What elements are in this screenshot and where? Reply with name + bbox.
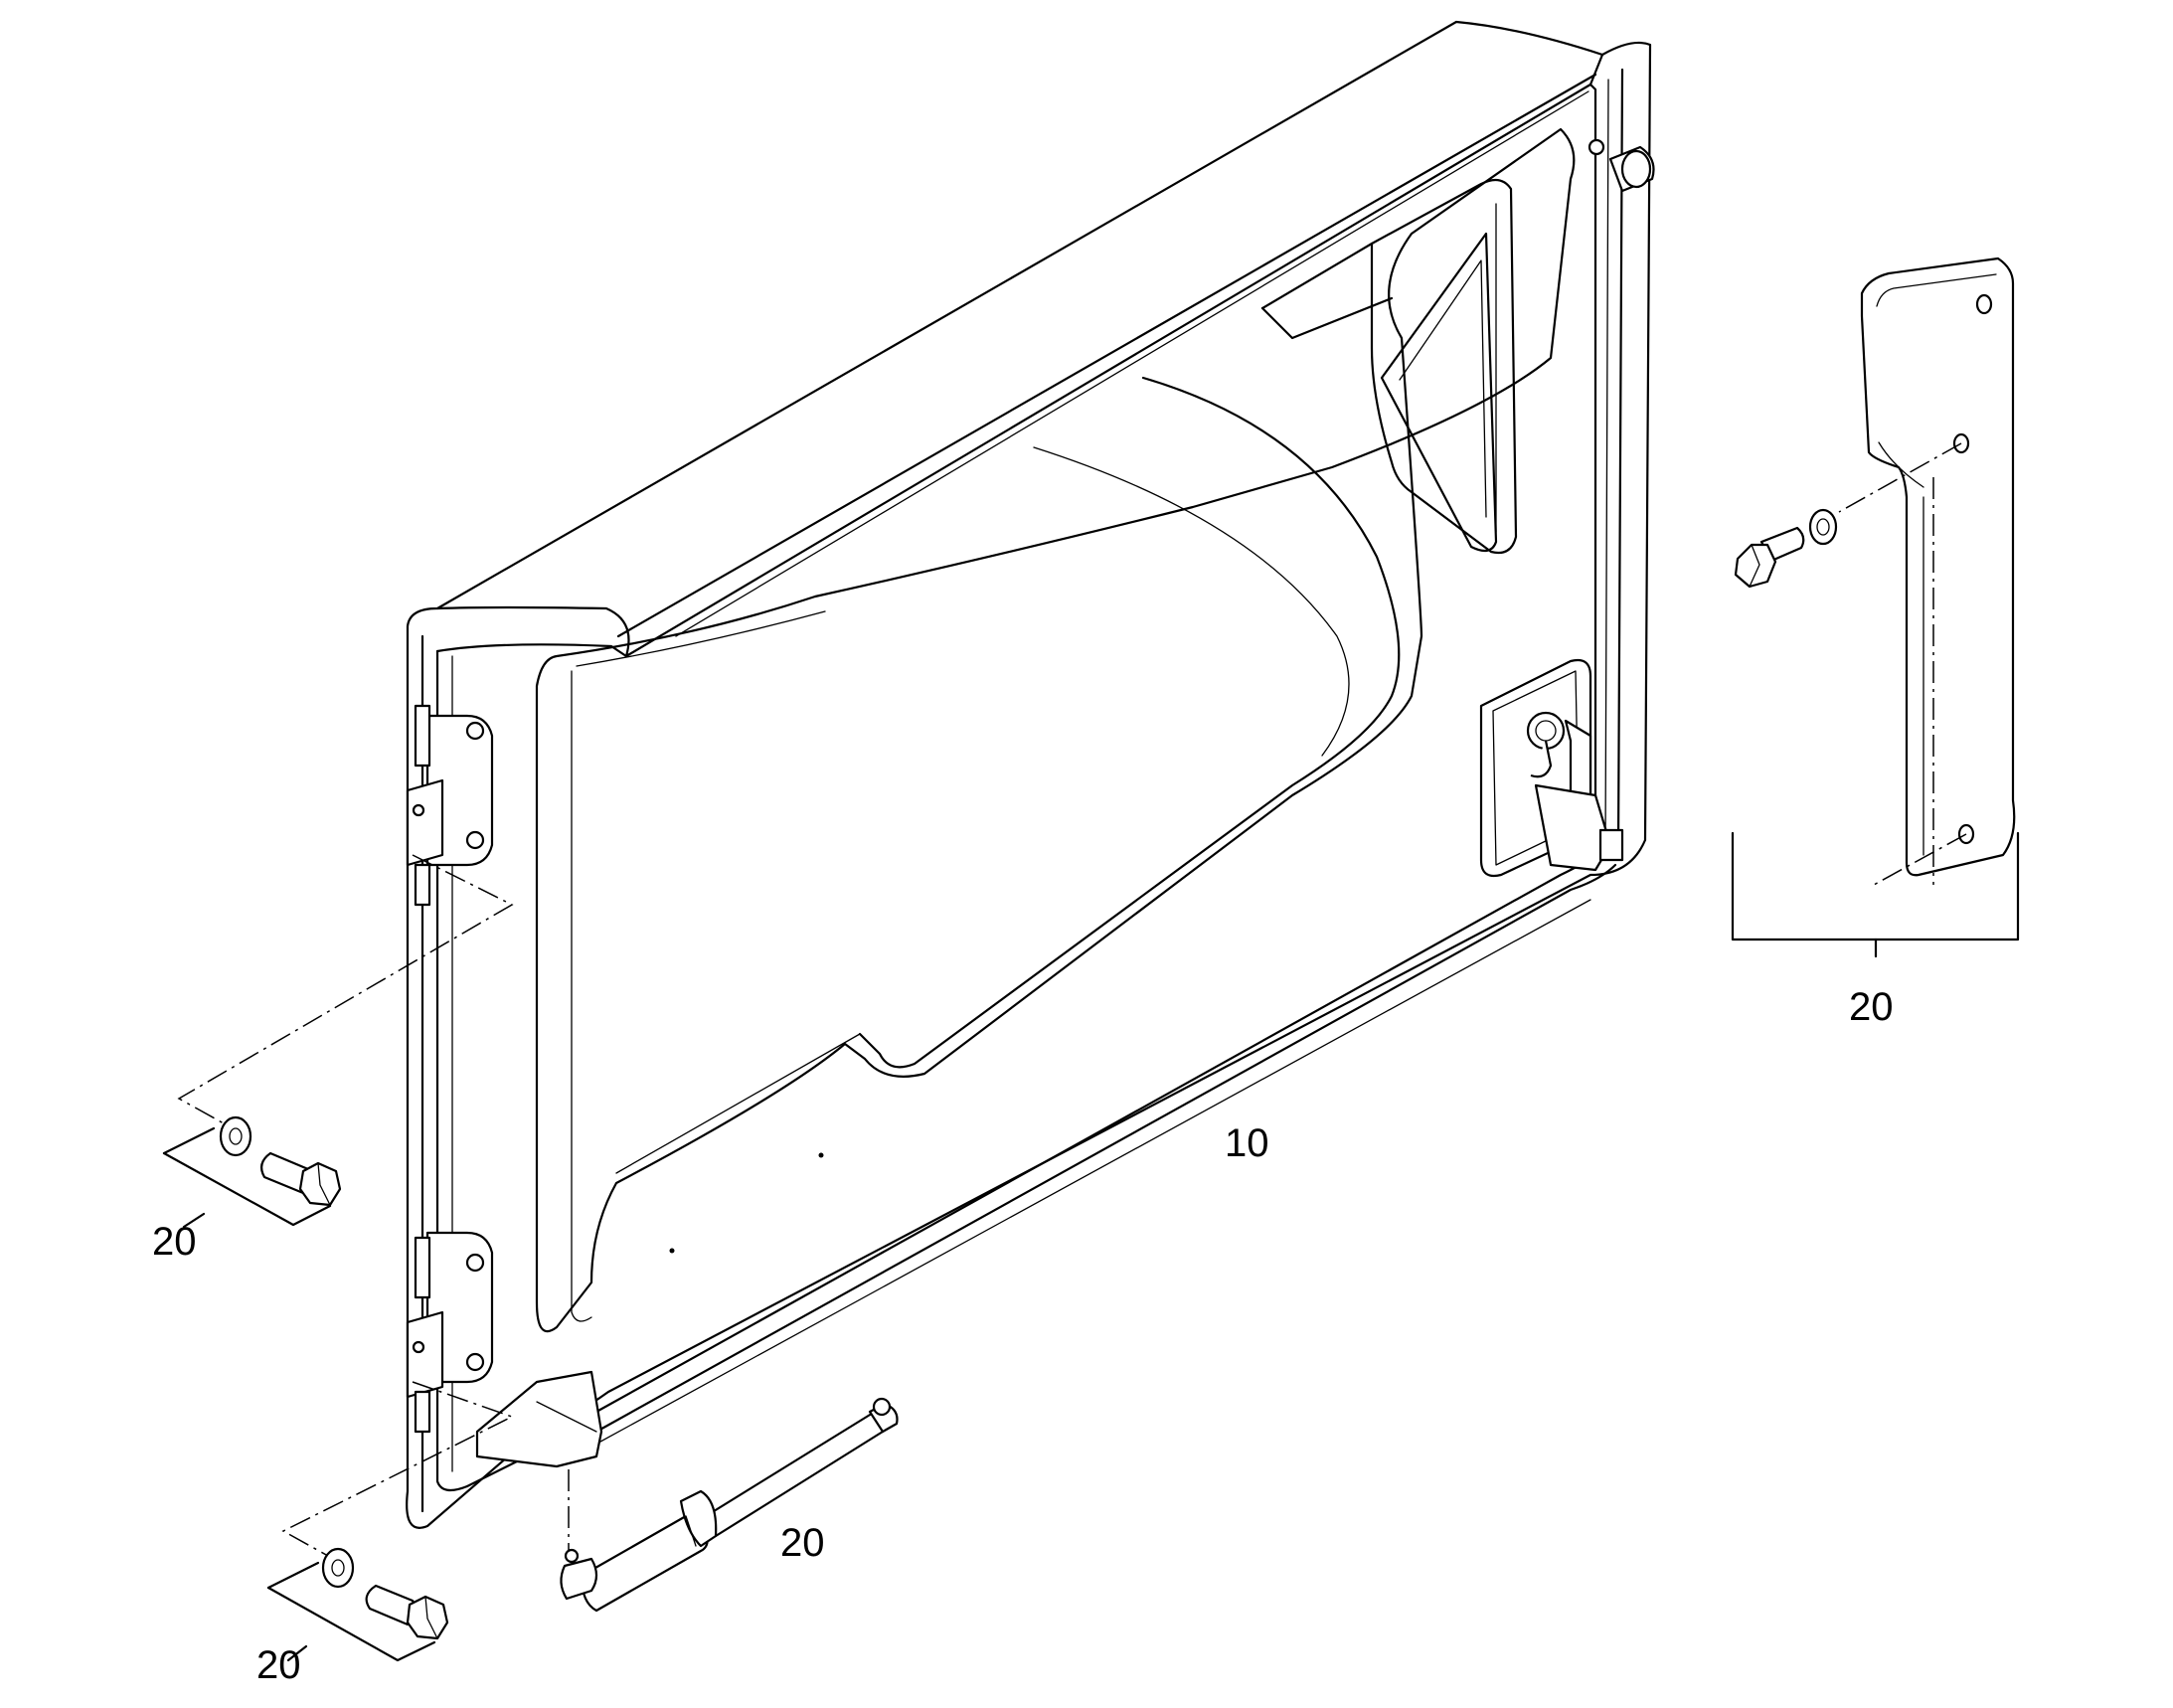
washer-icon: [219, 1115, 252, 1157]
callout-bracket-group: 20: [1849, 985, 1894, 1029]
door-assembly: [406, 20, 1655, 1529]
strut-cylinder: [580, 1514, 709, 1613]
mounting-bracket: [1860, 256, 2016, 877]
lower-hinge-fasteners: [266, 1381, 514, 1662]
washer-icon: [1808, 508, 1838, 546]
triangular-vent: [1380, 232, 1498, 553]
upper-hinge-fasteners: [162, 854, 514, 1229]
lower-hinge: [406, 1231, 494, 1434]
strut-rod: [704, 1410, 886, 1538]
bolt-icon: [365, 1584, 449, 1640]
callout-lower-hinge-fasteners: 20: [256, 1643, 301, 1687]
door-stop-knob: [1588, 138, 1655, 193]
upper-recess: [1370, 178, 1518, 555]
strut-mount-block: [475, 1370, 603, 1468]
bolt-icon: [1734, 526, 1805, 589]
gas-strut: [560, 1397, 899, 1613]
callout-gas-strut: 20: [780, 1521, 825, 1565]
mounting-bracket-group: [1731, 256, 2020, 958]
callout-upper-hinge-fasteners: 20: [152, 1220, 197, 1264]
door-glass-panel: [535, 127, 1576, 1333]
door-latch: [1479, 658, 1624, 878]
window-arch: [858, 376, 1401, 1069]
upper-hinge: [406, 704, 494, 907]
washer-icon: [321, 1547, 355, 1589]
bolt-icon: [259, 1151, 342, 1207]
door-frame: [406, 20, 1652, 1529]
callout-door-assembly: 10: [1225, 1121, 1269, 1165]
